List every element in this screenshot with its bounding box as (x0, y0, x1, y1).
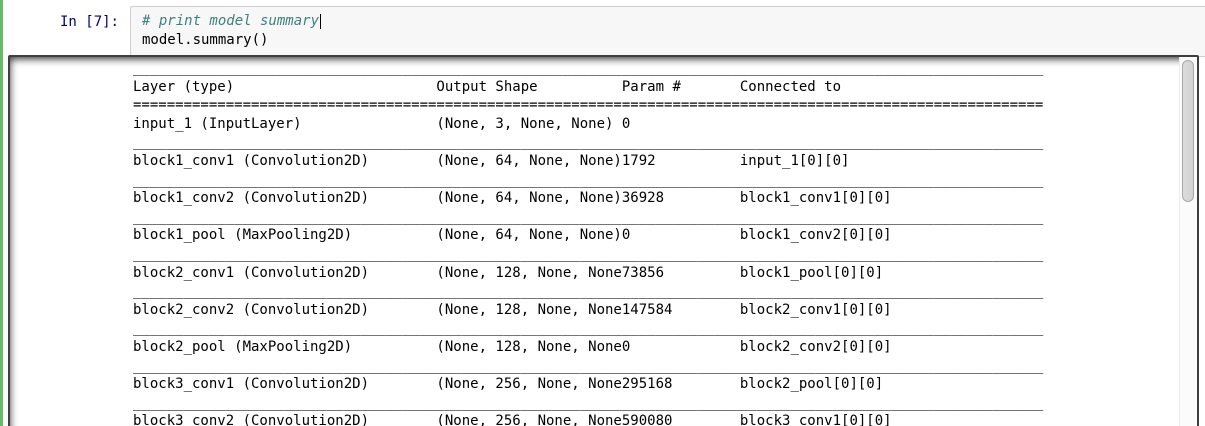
text-cursor (320, 14, 322, 29)
model-summary-text: ________________________________________… (133, 60, 1044, 426)
python-comment-text: # print model summary (142, 13, 320, 29)
code-line-comment[interactable]: # print model summary (142, 12, 1205, 31)
vertical-scrollbar[interactable] (1179, 57, 1197, 426)
input-prompt: In [7]: (59, 14, 119, 30)
scrollbar-thumb[interactable] (1182, 60, 1194, 202)
code-editor[interactable]: # print model summary model.summary() (130, 6, 1205, 57)
output-scroll-area[interactable]: ________________________________________… (8, 55, 1199, 426)
selected-cell-indicator (0, 0, 3, 426)
code-line-statement[interactable]: model.summary() (142, 32, 269, 48)
